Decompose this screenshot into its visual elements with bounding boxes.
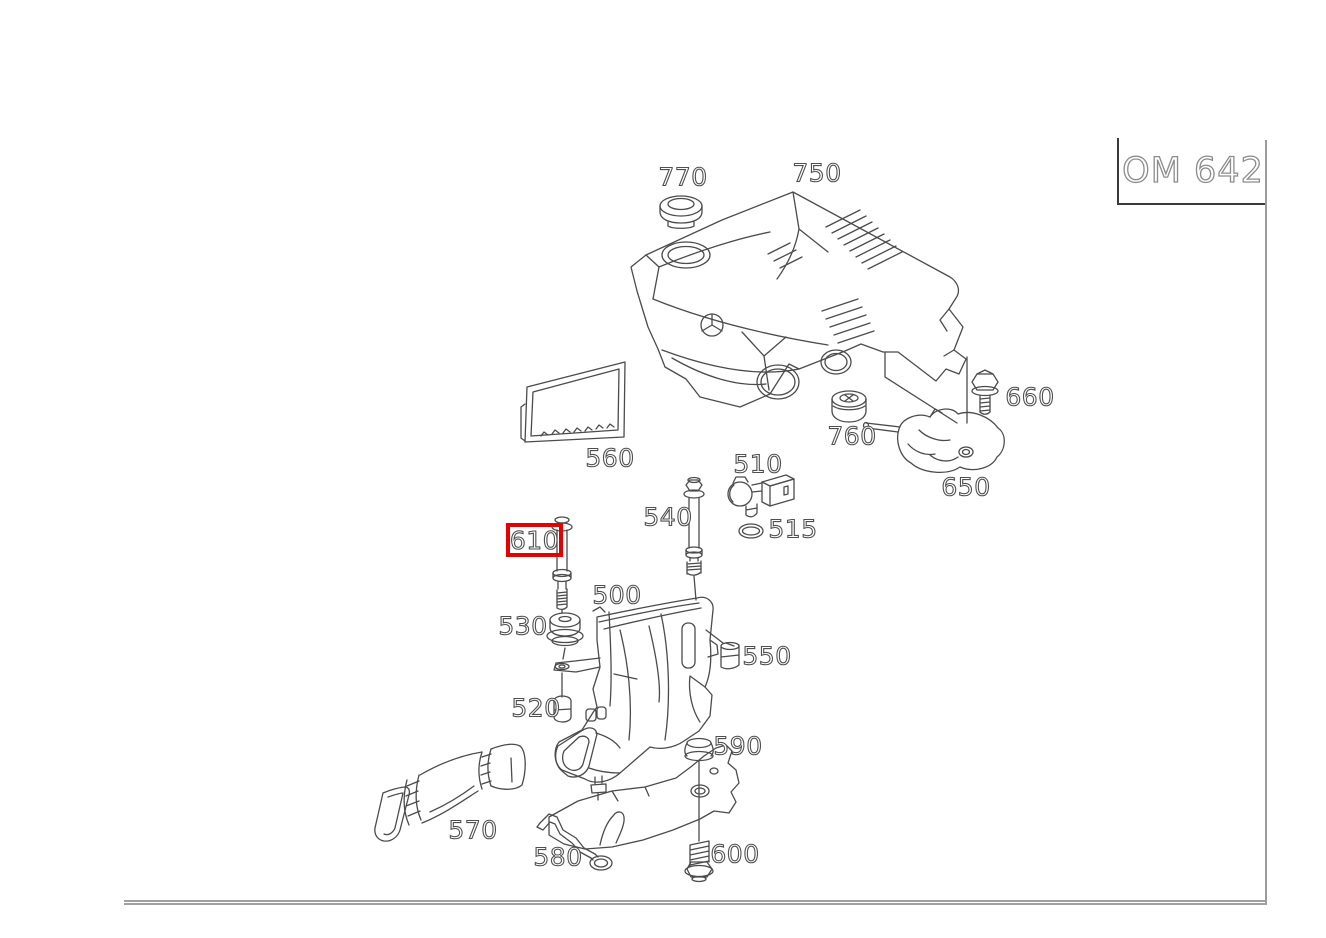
part-callout-570[interactable]: 570 [448,815,498,845]
part-callout-750[interactable]: 750 [792,158,842,188]
bolt-drawing-540 [683,476,705,601]
frame-bottom-line-lower [124,903,1267,905]
part-callout-590[interactable]: 590 [713,731,763,761]
engine-code-box: OM 642 [1117,138,1267,205]
engine-cover-drawing-750 [630,191,967,408]
part-callout-520[interactable]: 520 [511,693,561,723]
bracket-drawing-650 [862,408,1005,473]
bolt-drawing-600 [684,840,714,883]
leader-lines-650 [884,351,968,424]
filter-panel-drawing-560 [520,361,626,443]
oring-drawing-515 [738,523,764,539]
part-callout-510[interactable]: 510 [733,449,783,479]
mount-drawing-550 [705,629,740,670]
part-callout-660[interactable]: 660 [1005,382,1055,412]
cap-drawing-770 [659,195,703,229]
part-callout-530[interactable]: 530 [498,611,548,641]
bracket-drawing-580 [536,744,740,871]
part-callout-610[interactable]: 610 [509,525,560,555]
part-callout-600[interactable]: 600 [710,839,760,869]
grommet-drawing-530 [546,612,584,698]
part-callout-560[interactable]: 560 [585,443,635,473]
bolt-drawing-660 [971,369,999,415]
part-callout-580[interactable]: 580 [533,842,583,872]
part-callout-770[interactable]: 770 [658,162,708,192]
sensor-drawing-510 [727,474,795,518]
mercedes-star-icon [700,313,724,337]
highlight-box: 610 [506,523,563,557]
air-duct-drawing-570 [374,743,526,842]
part-callout-540[interactable]: 540 [643,502,693,532]
part-callout-760[interactable]: 760 [827,421,877,451]
engine-code-label: OM 642 [1122,150,1264,191]
grommet-drawing-760 [831,390,867,423]
frame-bottom-line-upper [124,900,1267,902]
part-callout-500[interactable]: 500 [592,580,642,610]
air-cleaner-housing-drawing-500 [553,596,719,801]
part-callout-650[interactable]: 650 [941,472,991,502]
part-callout-515[interactable]: 515 [768,514,818,544]
frame-right-line [1265,140,1267,903]
part-callout-550[interactable]: 550 [742,641,792,671]
mount-drawing-520 [553,695,572,723]
